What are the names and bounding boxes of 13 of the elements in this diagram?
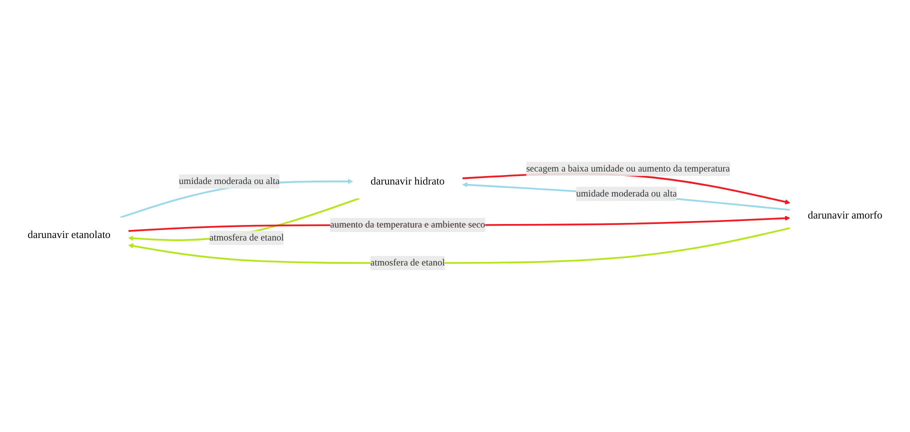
edge-label: umidade moderada ou alta	[576, 188, 677, 199]
node-text: darunavir etanolato	[28, 228, 111, 240]
edge-label: secagem a baixa umidade ou aumento da temperatura	[526, 164, 730, 174]
arrow	[462, 172, 790, 204]
arrow	[462, 182, 790, 211]
arrow	[128, 227, 790, 264]
edge-label: aumento da temperatura e ambiente seco	[330, 220, 486, 230]
node-text: darunavir hidrato	[370, 175, 445, 188]
node-text: darunavir amorfo	[808, 209, 882, 222]
edge-label: atmosfera de etanol	[370, 258, 445, 268]
edge-label: atmosfera de etanol	[209, 232, 284, 243]
edge-label: umidade moderada ou alta	[178, 176, 280, 186]
flow-diagram: atmosfera de etanol umidade moderada ou alta atmosfera de etanol secagem a baixa umidade ou aumento da temperatura umidade moderada ou alta aumento da temperatura e ambiente seco darunavir etanolato darunavir hidrato darunavir amorfo	[5, 157, 905, 275]
